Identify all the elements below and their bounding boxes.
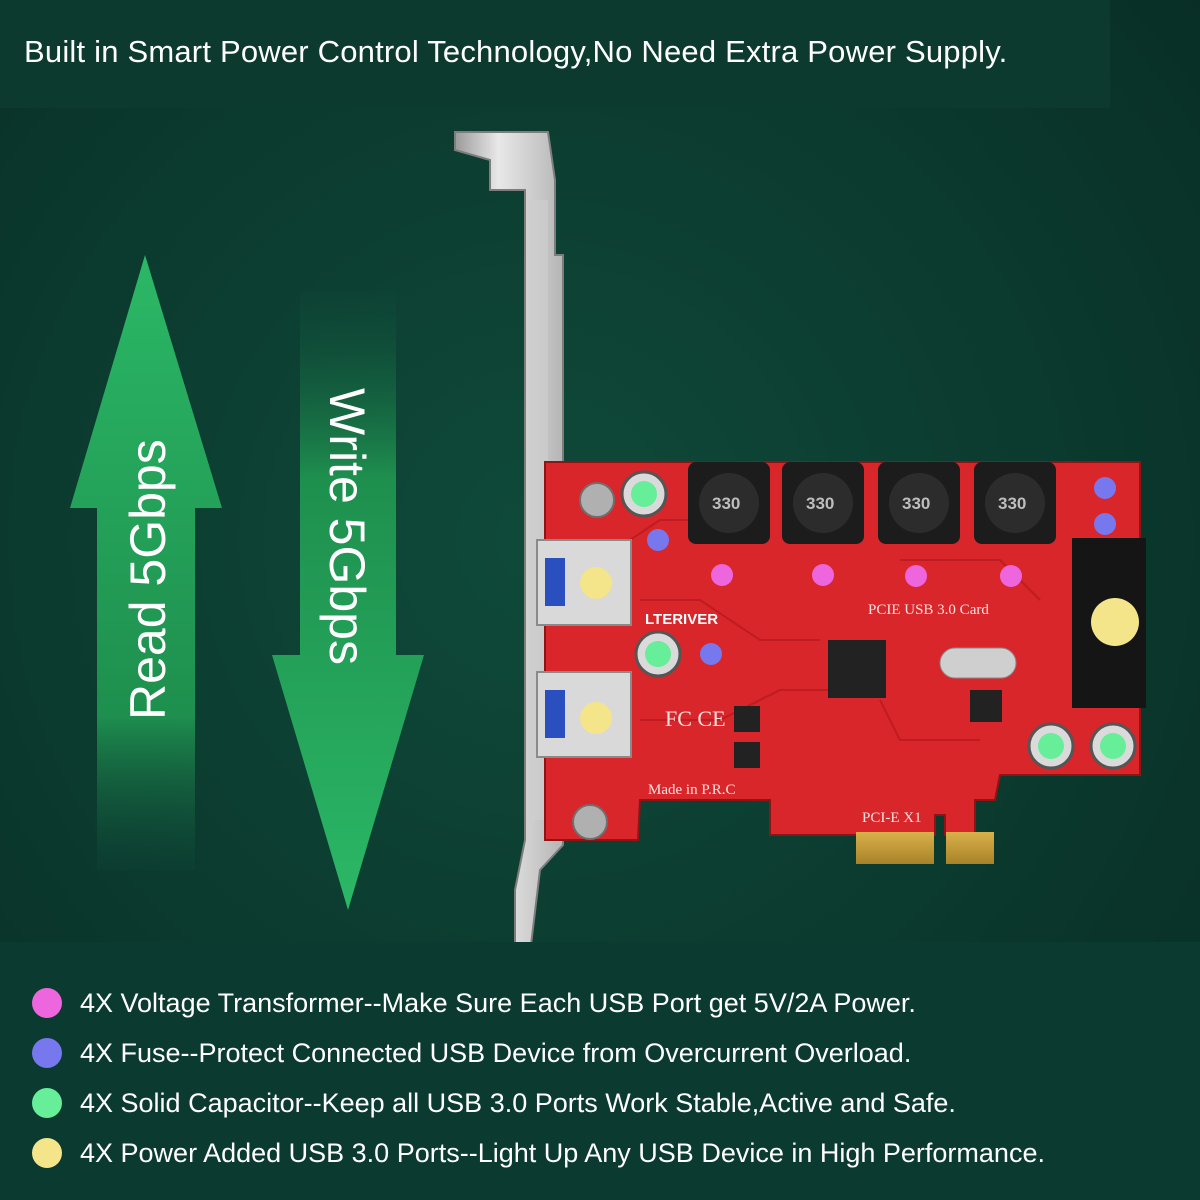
- read-label: Read 5Gbps: [120, 439, 176, 720]
- yellow-dot-icon: [32, 1138, 62, 1168]
- board-cert: FC CE: [665, 706, 726, 731]
- small-ic: [734, 742, 760, 768]
- legend-text: 4X Solid Capacitor--Keep all USB 3.0 Por…: [80, 1087, 956, 1118]
- coil-marking-4: 330: [998, 494, 1026, 513]
- pink-dot-icon: [32, 988, 62, 1018]
- legend-text: 4X Power Added USB 3.0 Ports--Light Up A…: [80, 1137, 1045, 1168]
- board-brand: LTERIVER: [645, 611, 718, 628]
- fuse-marker: [700, 643, 722, 665]
- transformer-markers: [711, 564, 1022, 587]
- board-slot: PCI-E X1: [862, 810, 922, 826]
- fuse-marker: [647, 529, 669, 551]
- legend-item-transformer: 4X Voltage Transformer--Make Sure Each U…: [32, 978, 1045, 1028]
- capacitor-marker: [645, 641, 671, 667]
- write-label: Write 5Gbps: [319, 388, 375, 665]
- screw-top: [579, 482, 615, 518]
- feature-panel: [0, 942, 1200, 1200]
- board-origin: Made in P.R.C: [648, 782, 736, 798]
- screw-bottom: [572, 804, 608, 840]
- crystal: [939, 647, 1017, 679]
- board-product: PCIE USB 3.0 Card: [868, 602, 989, 618]
- feature-legend: 4X Voltage Transformer--Make Sure Each U…: [32, 978, 1045, 1178]
- inductor-coils: 330 330 330 330: [688, 462, 1056, 544]
- capacitor-marker: [1038, 733, 1064, 759]
- controller-chip: [828, 640, 886, 698]
- legend-text: 4X Voltage Transformer--Make Sure Each U…: [80, 987, 916, 1018]
- coil-marking-1: 330: [712, 494, 740, 513]
- gold-fingers-right: [946, 832, 994, 864]
- legend-item-capacitor: 4X Solid Capacitor--Keep all USB 3.0 Por…: [32, 1078, 1045, 1128]
- fuse-marker: [1094, 477, 1116, 499]
- port-marker: [1091, 598, 1139, 646]
- blue-dot-icon: [32, 1038, 62, 1068]
- fuse-markers: [647, 477, 1116, 665]
- legend-item-port: 4X Power Added USB 3.0 Ports--Light Up A…: [32, 1128, 1045, 1178]
- transformer-marker: [711, 564, 733, 586]
- fuse-marker: [1094, 513, 1116, 535]
- capacitor-markers: [631, 481, 1126, 759]
- capacitor-marker: [631, 481, 657, 507]
- transformer-marker: [905, 565, 927, 587]
- write-arrow: Write 5Gbps: [272, 292, 424, 910]
- port-markers: [580, 567, 1139, 734]
- transformer-marker: [812, 564, 834, 586]
- port-marker: [580, 567, 612, 599]
- small-ic: [734, 706, 760, 732]
- pcb-board: 330 330 330 330: [536, 461, 1146, 864]
- legend-text: 4X Fuse--Protect Connected USB Device fr…: [80, 1037, 912, 1068]
- transformer-marker: [1000, 565, 1022, 587]
- headline: Built in Smart Power Control Technology,…: [24, 34, 1008, 69]
- gold-fingers-left: [856, 832, 934, 864]
- top-banner: [0, 0, 1110, 108]
- coil-marking-3: 330: [902, 494, 930, 513]
- small-ic: [970, 690, 1002, 722]
- read-arrow: Read 5Gbps: [70, 255, 222, 870]
- coil-marking-2: 330: [806, 494, 834, 513]
- capacitor-marker: [1100, 733, 1126, 759]
- port-marker: [580, 702, 612, 734]
- legend-item-fuse: 4X Fuse--Protect Connected USB Device fr…: [32, 1028, 1045, 1078]
- green-dot-icon: [32, 1088, 62, 1118]
